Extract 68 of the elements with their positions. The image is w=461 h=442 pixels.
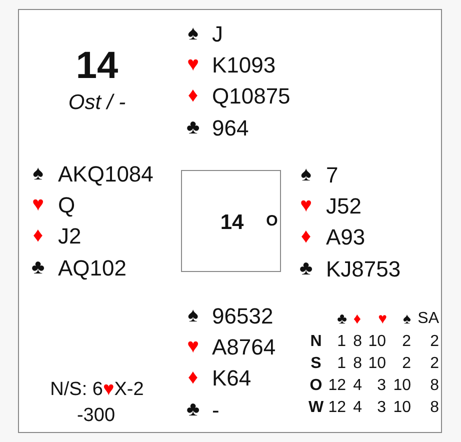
card-holding: Q10875: [212, 84, 290, 110]
table-header: SA: [418, 310, 439, 328]
table-cell: 1: [337, 332, 346, 352]
card-holding: J: [212, 21, 223, 47]
card-holding: AQ102: [58, 254, 126, 280]
suit-symbol: ♥: [187, 336, 199, 359]
table-cell: 2: [402, 332, 411, 352]
table-header: ♣: [337, 310, 347, 328]
table-header: ♦: [353, 310, 361, 328]
card-holding: K1093: [212, 52, 276, 78]
table-cell: 8: [353, 354, 362, 374]
suit-symbol: ♠: [32, 162, 44, 186]
suit-symbol: ♦: [300, 226, 312, 249]
suit-symbol: ♠: [300, 164, 312, 186]
suit-symbol: ♠: [188, 304, 198, 328]
row-label: S: [310, 354, 322, 374]
dealer-marker: O: [266, 212, 278, 230]
table-cell: 4: [353, 398, 362, 418]
table-cell: 3: [377, 376, 386, 396]
table-cell: 12: [328, 398, 346, 418]
card-holding: 96532: [212, 303, 274, 329]
suit-symbol: ♦: [188, 84, 198, 108]
card-holding: 7: [326, 162, 338, 188]
table-cell: 4: [353, 376, 362, 396]
table-cell: 10: [368, 332, 386, 352]
table-cell: 1: [337, 354, 346, 374]
table-cell: 10: [393, 376, 411, 396]
suit-symbol: ♣: [31, 256, 45, 280]
card-holding: J2: [58, 224, 82, 250]
suit-symbol: ♣: [299, 257, 313, 280]
card-holding: 964: [212, 114, 249, 140]
row-label: O: [310, 376, 322, 396]
dealer-vulnerability: Ost / -: [68, 90, 126, 116]
row-label: N: [310, 332, 322, 352]
row-label: W: [308, 398, 324, 418]
suit-symbol: ♥: [300, 194, 312, 218]
card-holding: KJ8753: [326, 256, 401, 282]
table-cell: 8: [430, 398, 439, 418]
table-cell: 8: [430, 376, 439, 396]
suit-symbol: ♣: [186, 398, 200, 422]
card-holding: AKQ1084: [58, 161, 154, 187]
table-cell: 2: [402, 354, 411, 374]
card-holding: Q: [58, 192, 76, 218]
card-holding: K64: [212, 366, 252, 392]
table-cell: 3: [377, 398, 386, 418]
suit-symbol: ♥: [187, 54, 199, 77]
card-holding: -: [212, 396, 220, 422]
table-header: ♠: [403, 310, 411, 328]
card-holding: A93: [326, 224, 366, 250]
board-number: 14: [220, 210, 244, 236]
contract-result: N/S: 6♥X-2: [50, 379, 144, 401]
table-cell: 10: [393, 398, 411, 418]
score: -300: [76, 405, 116, 427]
suit-symbol: ♦: [188, 366, 198, 390]
table-cell: 2: [430, 332, 439, 352]
suit-symbol: ♣: [186, 116, 200, 140]
board-number: 14: [76, 45, 118, 89]
table-cell: 8: [353, 332, 362, 352]
board-box: [181, 170, 281, 272]
suit-symbol: ♠: [188, 22, 198, 46]
table-cell: 12: [328, 376, 346, 396]
table-cell: 10: [368, 354, 386, 374]
table-cell: 2: [430, 354, 439, 374]
suit-symbol: ♦: [32, 224, 44, 248]
card-holding: A8764: [212, 334, 276, 360]
table-header: ♥: [378, 310, 387, 328]
card-holding: J52: [326, 194, 362, 219]
suit-symbol: ♥: [32, 194, 44, 217]
